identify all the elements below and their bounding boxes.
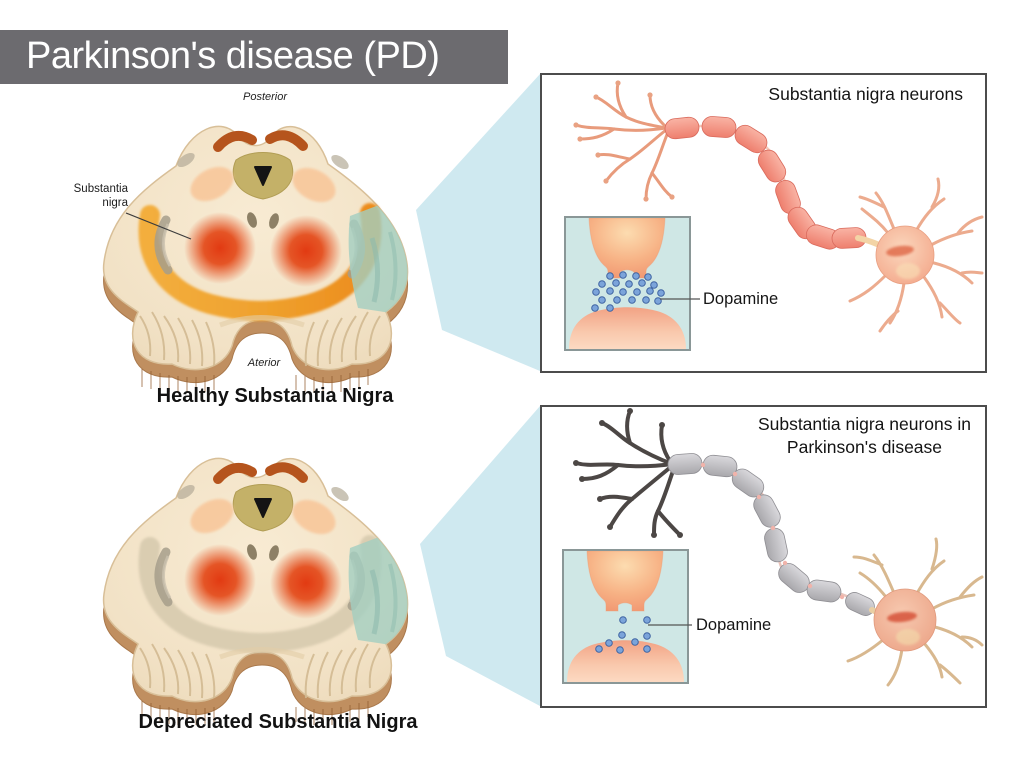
diseased-dendrites [846, 537, 984, 687]
dopamine-molecules-depleted [595, 616, 651, 654]
substantia-nigra-pointer-line [125, 212, 192, 240]
myelin-sheath-degenerated [667, 453, 875, 616]
title-banner: Parkinson's disease (PD) [0, 30, 508, 84]
dopamine-label-healthy: Dopamine [703, 290, 779, 308]
healthy-caption: Healthy Substantia Nigra [156, 385, 394, 407]
depreciated-caption: Depreciated Substantia Nigra [138, 711, 418, 733]
healthy-midbrain-illustration [102, 125, 409, 394]
healthy-neuron-artwork [564, 80, 984, 351]
terminal-knobs [573, 80, 675, 202]
healthy-dendrites [848, 177, 984, 333]
substantia-nigra-label: Substantia nigra [40, 182, 128, 211]
synapse-inset-diseased [562, 549, 689, 684]
healthy-panel-title: Substantia nigra neurons [768, 84, 963, 104]
dopamine-molecules-healthy [591, 271, 665, 312]
exposed-axon-gaps [700, 462, 845, 600]
cell-nucleus [887, 611, 917, 623]
healthy-axon-terminals [574, 81, 674, 201]
posterior-label: Posterior [242, 91, 288, 103]
synapse-inset-healthy [564, 216, 691, 351]
parkinsons-neuron-artwork [562, 408, 984, 687]
anterior-label: Aterior [247, 357, 281, 369]
terminal-knobs [573, 408, 683, 538]
zoom-beam-top [416, 74, 540, 371]
substantia-nigra-label-line1: Substantia [73, 183, 128, 195]
parkinsons-panel-title-line2: Parkinson's disease [786, 436, 943, 457]
depreciated-midbrain-illustration [102, 457, 409, 726]
receptor-dendrite [569, 307, 686, 349]
axon-bouton [586, 550, 664, 612]
myelin-sheath-healthy [664, 116, 867, 250]
dopamine-label-depleted: Dopamine [696, 616, 772, 634]
healthy-neuron-panel: Substantia nigra neurons Dopamine [540, 73, 987, 373]
page-title: Parkinson's disease (PD) [26, 35, 440, 77]
zoom-beam-bottom [420, 406, 540, 706]
cell-nucleus [886, 245, 914, 257]
diseased-axon-terminals [574, 409, 682, 537]
axon-bouton [588, 217, 666, 279]
parkinsons-panel-title: Substantia nigra neurons in Parkinson's … [758, 413, 971, 459]
substantia-nigra-label-line2: nigra [102, 197, 128, 210]
parkinsons-panel-title-line1: Substantia nigra neurons in [757, 414, 971, 434]
parkinsons-neuron-panel: Substantia nigra neurons in Parkinson's … [540, 405, 987, 708]
